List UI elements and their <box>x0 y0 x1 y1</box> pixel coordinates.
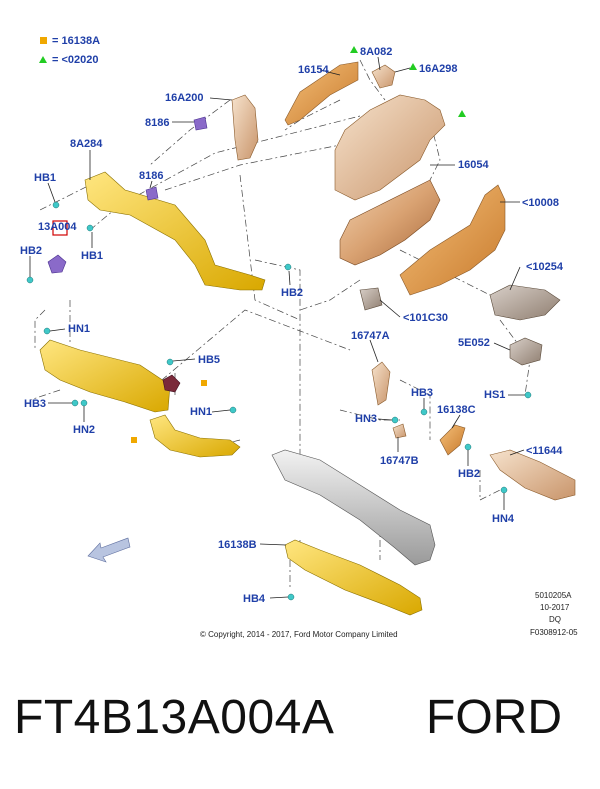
label-8186-b: 8186 <box>139 170 163 182</box>
ref-code-1: 5010205A <box>535 591 572 600</box>
part-13A004 <box>47 254 67 274</box>
label-8A082: 8A082 <box>360 46 392 58</box>
label-8186-a: 8186 <box>145 117 169 129</box>
part-16154 <box>284 61 359 126</box>
label-16A200: 16A200 <box>165 92 204 104</box>
label-HN4: HN4 <box>492 513 515 525</box>
part-lower-arm <box>149 414 241 458</box>
marker-square-b <box>131 437 137 443</box>
label-11644: <11644 <box>526 445 563 457</box>
label-HB1-b: HB1 <box>81 250 103 262</box>
label-HS1: HS1 <box>484 389 505 401</box>
label-10008: <10008 <box>522 197 559 209</box>
part-bumper-beam <box>271 449 436 566</box>
label-HB2-a: HB2 <box>20 245 42 257</box>
caption-bar: FT4B13A004A FORD <box>0 690 600 760</box>
legend-square-text: = 16138A <box>52 35 100 47</box>
label-HN3: HN3 <box>355 413 377 425</box>
part-upper-apron <box>334 94 446 201</box>
legend-triangle-text: = <02020 <box>52 54 99 66</box>
label-leaders <box>29 56 525 599</box>
legend-square-icon <box>40 37 47 44</box>
part-8186-b <box>145 186 159 201</box>
label-10254: <10254 <box>526 261 564 273</box>
exploded-parts-diagram: = 16138A = <02020 <box>20 35 578 639</box>
label-16138C: 16138C <box>437 404 476 416</box>
part-16138B <box>284 539 423 616</box>
ref-code-2: 10-2017 <box>540 603 570 612</box>
part-lower-support <box>39 339 171 413</box>
label-16A298: 16A298 <box>419 63 458 75</box>
part-16138C <box>439 424 466 456</box>
ref-code-3: DQ <box>549 615 561 624</box>
part-8A082 <box>371 64 396 89</box>
label-HB1-a: HB1 <box>34 172 56 184</box>
label-HN1-a: HN1 <box>68 323 90 335</box>
label-HB2-b: HB2 <box>281 287 303 299</box>
label-HB4: HB4 <box>243 593 266 605</box>
label-8A284: 8A284 <box>70 138 103 150</box>
brand-text: FORD <box>426 691 562 744</box>
label-HB5: HB5 <box>198 354 220 366</box>
label-HB2-c: HB2 <box>458 468 480 480</box>
assembly-lines <box>29 59 531 590</box>
copyright-text: © Copyright, 2014 - 2017, Ford Motor Com… <box>200 630 398 639</box>
part-8A284 <box>84 171 266 291</box>
marker-triangle-b <box>409 63 417 70</box>
part-13A004-highlight <box>52 220 68 236</box>
label-16747A: 16747A <box>351 330 390 342</box>
fasteners <box>26 201 532 601</box>
label-16138B: 16138B <box>218 539 257 551</box>
legend-triangle-icon <box>39 56 47 63</box>
label-16747B: 16747B <box>380 455 419 467</box>
part-5E052 <box>509 337 543 366</box>
part-16747B <box>392 423 407 439</box>
part-number-text: FT4B13A004A <box>14 691 335 744</box>
label-16154: 16154 <box>298 64 329 76</box>
part-hb5-bracket <box>162 374 181 393</box>
front-direction-arrow-icon <box>87 537 131 563</box>
label-HN1-b: HN1 <box>190 406 212 418</box>
label-101C30: <101C30 <box>403 312 448 324</box>
marker-triangle-a <box>350 46 358 53</box>
part-16747A <box>371 361 391 406</box>
part-8186-a <box>193 116 208 131</box>
marker-triangle-c <box>458 110 466 117</box>
part-16A200 <box>231 94 259 161</box>
part-10254 <box>489 284 561 321</box>
part-11644 <box>489 449 576 501</box>
label-HN2: HN2 <box>73 424 95 436</box>
label-HB3-b: HB3 <box>411 387 433 399</box>
part-101C30 <box>359 287 383 311</box>
label-5E052: 5E052 <box>458 337 490 349</box>
part-inner-apron <box>339 179 441 266</box>
label-16054: 16054 <box>458 159 489 171</box>
part-10008 <box>399 184 506 296</box>
ref-code-4: F0308912-05 <box>530 628 578 637</box>
marker-square-a <box>201 380 207 386</box>
label-HB3-a: HB3 <box>24 398 46 410</box>
label-13A004: 13A004 <box>38 221 77 233</box>
